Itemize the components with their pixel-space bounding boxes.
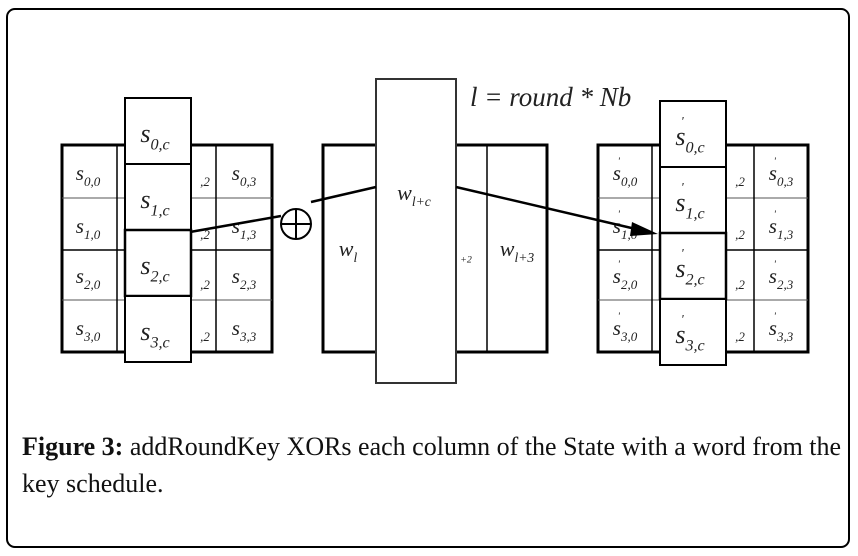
input-column-label: s0,c — [140, 119, 169, 153]
key-word-label: wl — [339, 236, 358, 265]
input-state-cell: ,2 — [200, 227, 210, 242]
input-state-cell: s1,0 — [76, 214, 101, 242]
output-column-cell — [659, 100, 727, 168]
input-state-cell: s2,3 — [232, 264, 257, 292]
input-column-label: s3,c — [140, 317, 169, 351]
figure-caption: Figure 3: addRoundKey XORs each column o… — [22, 428, 842, 502]
output-column-cell — [659, 298, 727, 366]
output-state-column: s0,c's1,c's2,c's3,c' — [658, 100, 728, 366]
prime-mark: ' — [774, 311, 777, 322]
key-word-label: wl+3 — [500, 236, 535, 265]
input-state-cell: s2,0 — [76, 264, 101, 292]
selected-word-box — [375, 78, 457, 384]
output-state-cell: s0,3 — [769, 161, 794, 189]
prime-mark: ' — [618, 259, 621, 270]
output-column-cell — [659, 166, 727, 234]
prime-mark: ' — [774, 156, 777, 167]
input-state-cell: s3,0 — [76, 316, 101, 344]
prime-mark: ' — [681, 312, 684, 327]
prime-mark: ' — [681, 246, 684, 261]
key-schedule-labels: wl +2 wl+3 wl+c — [339, 180, 535, 265]
output-state-cell: ,2 — [735, 329, 745, 344]
output-column-label: s3,c — [675, 320, 704, 354]
output-state-cell: s1,3 — [769, 214, 794, 242]
prime-mark: ' — [774, 259, 777, 270]
input-state-cell: s1,3 — [232, 214, 257, 242]
output-state-cell: s2,3 — [769, 264, 794, 292]
input-state-column: s0,c s1,c s2,c s3,c — [123, 97, 193, 363]
selected-key-word-label: wl+c — [397, 180, 431, 209]
input-column-label: s1,c — [140, 185, 169, 219]
output-flow-line — [455, 185, 641, 232]
input-state-cell: ,2 — [200, 329, 210, 344]
input-state-cell: ,2 — [200, 277, 210, 292]
round-formula: l = round * Nb — [470, 82, 631, 112]
output-column-cell — [658, 231, 728, 301]
input-column-cell — [124, 163, 192, 231]
key-flow-line — [310, 185, 377, 204]
input-state-cells: s0,0 ,2 s0,3 s1,0 ,2 s1,3 s2,0 ,2 s2,3 s3,0 ,2 s3,3 — [76, 161, 257, 344]
caption-text: addRoundKey XORs each column of the Stat… — [22, 432, 842, 498]
input-state-cell: s3,3 — [232, 316, 257, 344]
output-state-cell: s0,0 — [613, 161, 638, 189]
xor-icon — [280, 208, 312, 240]
input-state-cell: s0,0 — [76, 161, 101, 189]
prime-mark: ' — [618, 209, 621, 220]
input-column-cell — [124, 295, 192, 363]
key-word-label: +2 — [460, 254, 472, 265]
output-state-cell: s3,3 — [769, 316, 794, 344]
key-schedule-grid — [321, 78, 549, 384]
output-state-cell: s3,0 — [613, 316, 638, 344]
input-column-label: s2,c — [140, 251, 169, 285]
output-state-cell: ,2 — [735, 277, 745, 292]
output-state-cell: s2,0 — [613, 264, 638, 292]
output-column-label: s2,c — [675, 254, 704, 288]
prime-mark: ' — [618, 156, 621, 167]
output-column-label: s0,c — [675, 122, 704, 156]
prime-mark: ' — [774, 209, 777, 220]
input-column-cell — [123, 228, 193, 298]
figure-frame — [6, 8, 850, 548]
input-column-cell — [124, 97, 192, 165]
input-state-cell: s0,3 — [232, 161, 257, 189]
output-state-cell: ,2 — [735, 227, 745, 242]
prime-mark: ' — [681, 180, 684, 195]
input-state-cell: ,2 — [200, 174, 210, 189]
arrow-head-icon — [630, 222, 658, 236]
output-column-label: s1,c — [675, 188, 704, 222]
input-flow-line — [189, 214, 282, 234]
prime-mark: ' — [618, 311, 621, 322]
output-state-cell: ,2 — [735, 174, 745, 189]
prime-mark: ' — [681, 114, 684, 129]
caption-label: Figure 3: — [22, 432, 124, 461]
